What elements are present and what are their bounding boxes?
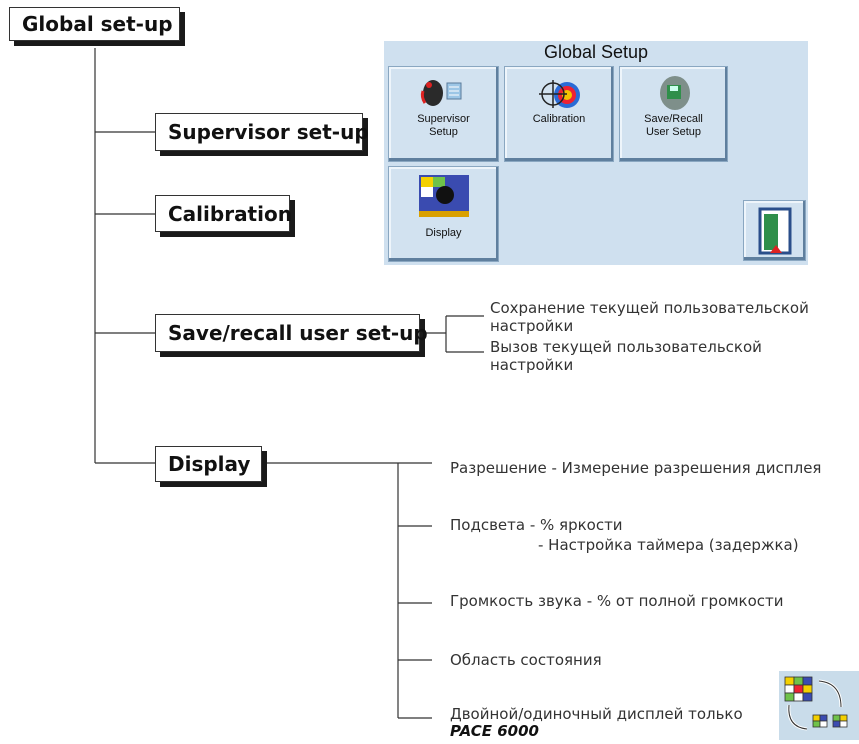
save-current-user-setup-text: Сохранение текущей пользовательской наст… <box>490 299 809 335</box>
backlight-timer-text: - Настройка таймера (задержка) <box>538 536 799 554</box>
global-setup-label: Global set-up <box>22 12 173 36</box>
supervisor-icon <box>389 73 498 113</box>
recall-current-line2: настройки <box>490 356 574 374</box>
save-current-line2: настройки <box>490 317 574 335</box>
display-tile-line1: Display <box>425 227 462 239</box>
dual-single-display-icon <box>779 671 859 740</box>
global-setup-box: Global set-up <box>9 7 180 41</box>
resolution-text: Разрешение - Измерение разрешения диспле… <box>450 459 822 477</box>
supervisor-setup-box: Supervisor set-up <box>155 113 369 151</box>
supervisor-tile-line1: Supervisor <box>417 113 470 125</box>
panel-title: Global Setup <box>543 42 649 62</box>
save-recall-label: Save/recall user set-up <box>168 321 428 345</box>
save-current-line1: Сохранение текущей пользовательской <box>490 299 809 317</box>
calibration-tile-line1: Calibration <box>532 113 586 125</box>
display-box: Display <box>155 446 262 482</box>
display-tile[interactable]: Display <box>388 166 499 262</box>
save-recall-tile-line2: User Setup <box>645 126 702 138</box>
dual-single-display-text: Двойной/одиночный дисплей только <box>450 705 743 723</box>
exit-door-icon <box>758 207 792 255</box>
calibration-tile[interactable]: Calibration <box>504 66 614 162</box>
display-icon <box>389 173 498 217</box>
calibration-box: Calibration <box>155 195 292 232</box>
volume-text: Громкость звука - % от полной громкости <box>450 592 784 610</box>
exit-button[interactable] <box>743 200 806 261</box>
save-recall-box: Save/recall user set-up <box>155 314 428 352</box>
backlight-brightness-text: Подсвета - % яркости <box>450 516 623 534</box>
status-area-text: Область состояния <box>450 651 602 669</box>
calibration-label: Calibration <box>168 201 292 226</box>
pace-6000-label: PACE 6000 <box>450 722 539 740</box>
save-recall-tile-line1: Save/Recall <box>644 113 703 125</box>
recall-current-user-setup-text: Вызов текущей пользовательской настройки <box>490 338 762 374</box>
calibration-target-icon <box>505 73 613 113</box>
recall-current-line1: Вызов текущей пользовательской <box>490 338 762 356</box>
supervisor-setup-label: Supervisor set-up <box>168 120 369 144</box>
save-recall-icon <box>620 73 727 113</box>
save-recall-tile[interactable]: Save/Recall User Setup <box>619 66 728 162</box>
display-label: Display <box>168 452 251 476</box>
supervisor-setup-tile[interactable]: Supervisor Setup <box>388 66 499 162</box>
supervisor-tile-line2: Setup <box>429 126 458 138</box>
